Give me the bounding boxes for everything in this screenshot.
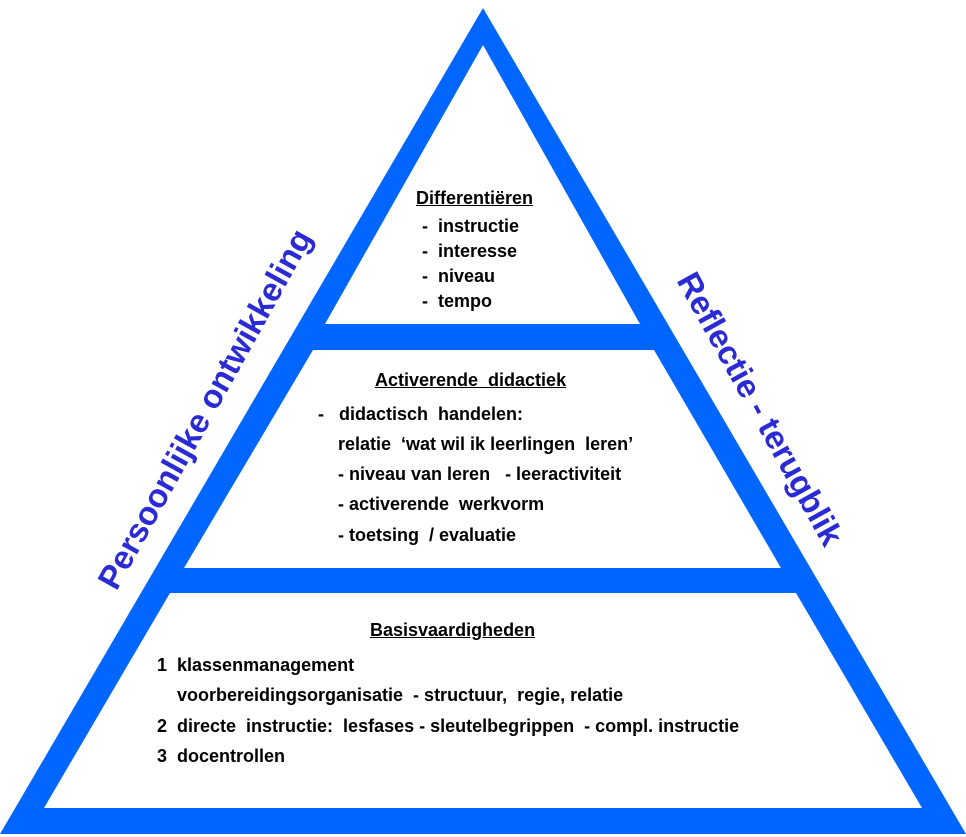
middle-tier-line: - niveau van leren - leeractiviteit [318,464,622,484]
middle-tier-line: relatie ‘wat wil ik leerlingen leren’ [318,434,634,454]
bottom-tier-title: Basisvaardigheden [370,620,536,640]
top-tier-item: - interesse [422,241,518,261]
bottom-tier-line: 1 klassenmanagement [157,655,355,675]
tier-middle [184,350,781,568]
bottom-tier-line: voorbereidingsorganisatie - structuur, r… [157,685,624,705]
tier-bottom [44,593,922,808]
bottom-tier-line: 3 docentrollen [157,746,286,766]
top-tier-item: - niveau [422,266,496,286]
top-tier-item: - instructie [422,216,520,236]
top-tier-title: Differentiëren [416,188,534,208]
middle-tier-line: - activerende werkvorm [318,494,545,514]
middle-tier-title: Activerende didactiek [375,370,567,390]
bottom-tier-line: 2 directe instructie: lesfases - sleutel… [157,716,740,736]
middle-tier-line: - didactisch handelen: [318,404,524,424]
middle-tier-line: - toetsing / evaluatie [318,525,517,545]
top-tier-item: - tempo [422,291,492,311]
tier-top [325,45,640,324]
